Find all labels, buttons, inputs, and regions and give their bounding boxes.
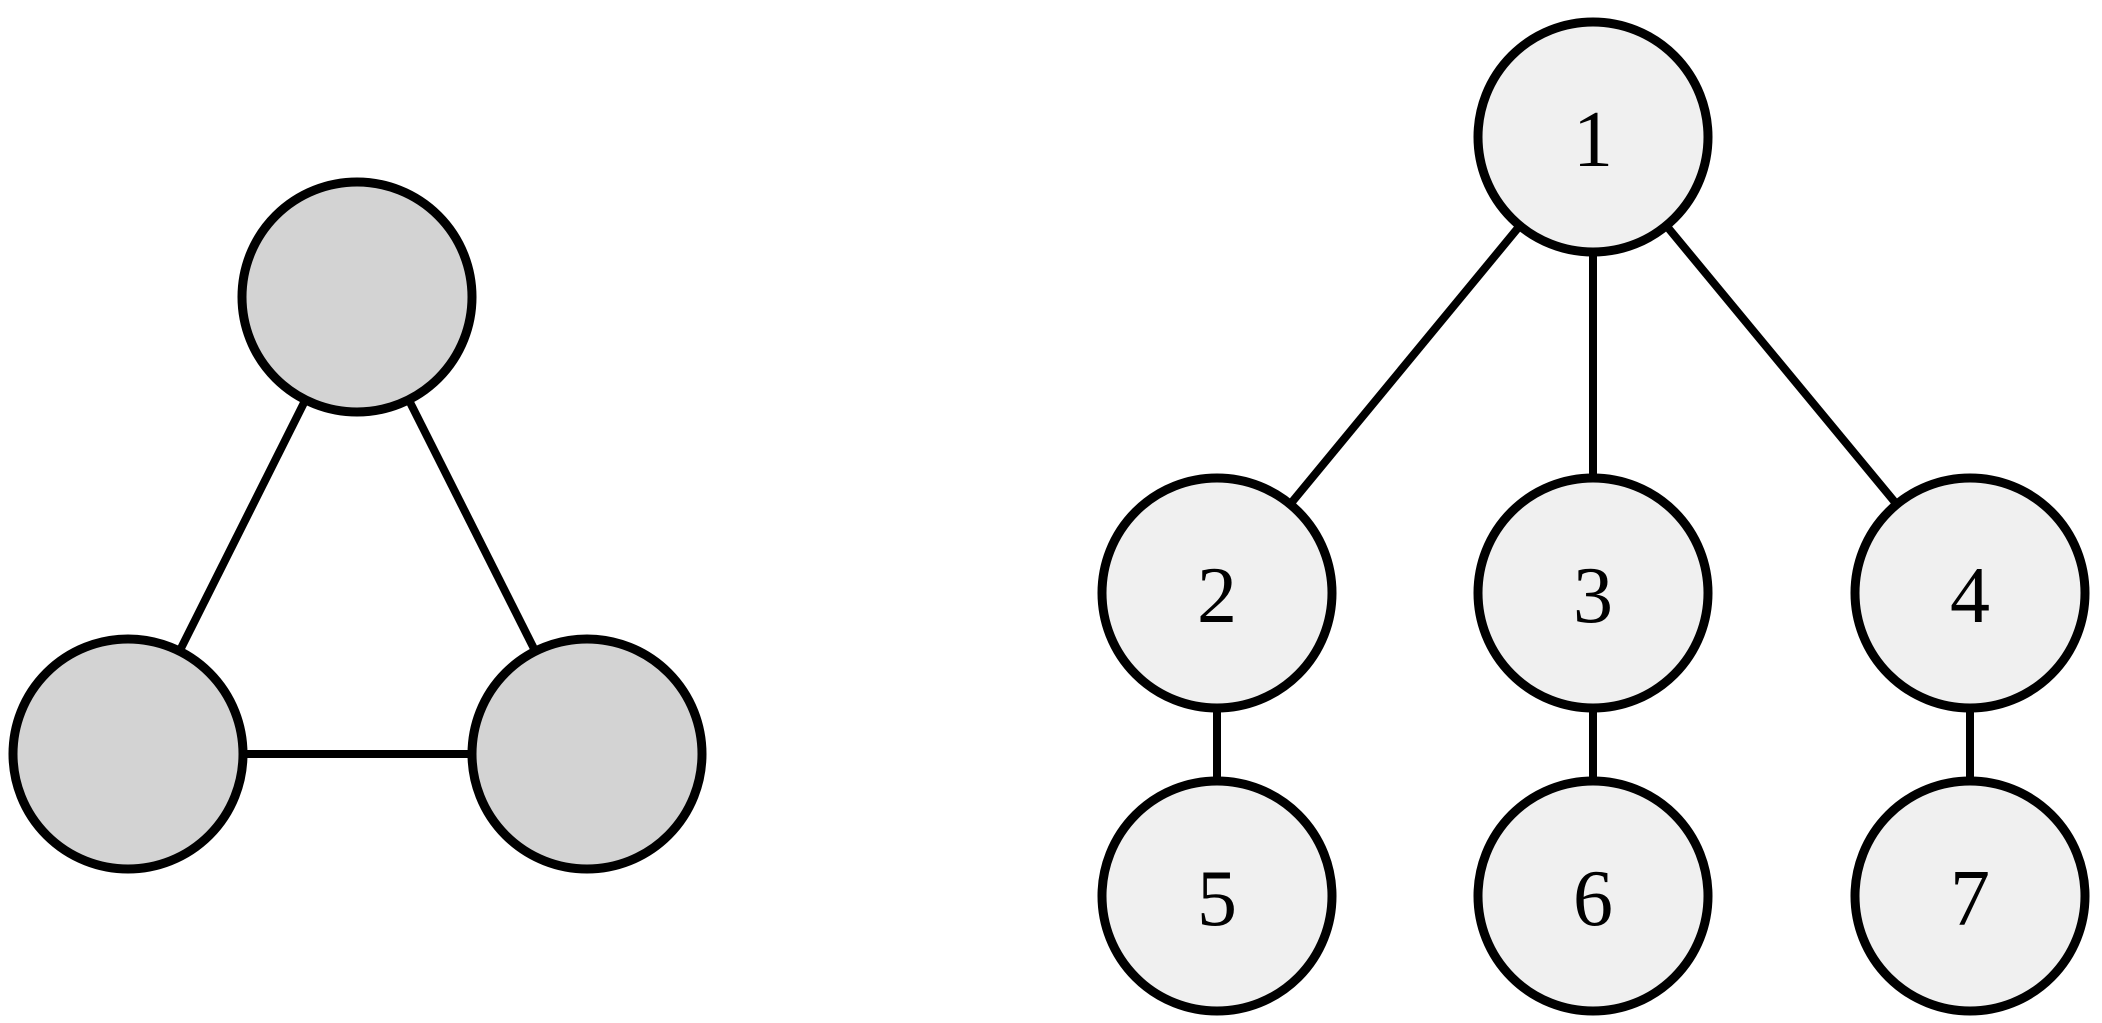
node-label-n4: 4: [1950, 552, 1990, 640]
graph-node-t-left: [8, 634, 248, 874]
node-circle-t-right: [467, 634, 707, 874]
node-label-n1: 1: [1573, 96, 1613, 184]
graph-node-n4: 4: [1850, 473, 2090, 713]
node-circle-n5: [1097, 776, 1337, 1016]
node-circle-n3: [1473, 473, 1713, 713]
graph-node-n7: 7: [1850, 776, 2090, 1016]
node-circle-n1: [1473, 17, 1713, 257]
node-circle-n2: [1097, 473, 1337, 713]
node-label-n2: 2: [1197, 552, 1237, 640]
node-label-n5: 5: [1197, 855, 1237, 943]
node-circle-n7: [1850, 776, 2090, 1016]
graph-node-n3: 3: [1473, 473, 1713, 713]
node-circle-t-left: [8, 634, 248, 874]
node-label-n7: 7: [1950, 855, 1990, 943]
node-circle-n6: [1473, 776, 1713, 1016]
graph-node-n2: 2: [1097, 473, 1337, 713]
graph-node-n1: 1: [1473, 17, 1713, 257]
node-label-n6: 6: [1573, 855, 1613, 943]
graph-node-t-top: [237, 177, 477, 417]
node-circle-t-top: [237, 177, 477, 417]
graph-node-t-right: [467, 634, 707, 874]
node-circle-n4: [1850, 473, 2090, 713]
graph-node-n5: 5: [1097, 776, 1337, 1016]
node-label-n3: 3: [1573, 552, 1613, 640]
graph-node-n6: 6: [1473, 776, 1713, 1016]
triangle-graph: [8, 177, 707, 874]
tree-graph: 1 2 3 4 5 6 7: [1097, 17, 2090, 1016]
